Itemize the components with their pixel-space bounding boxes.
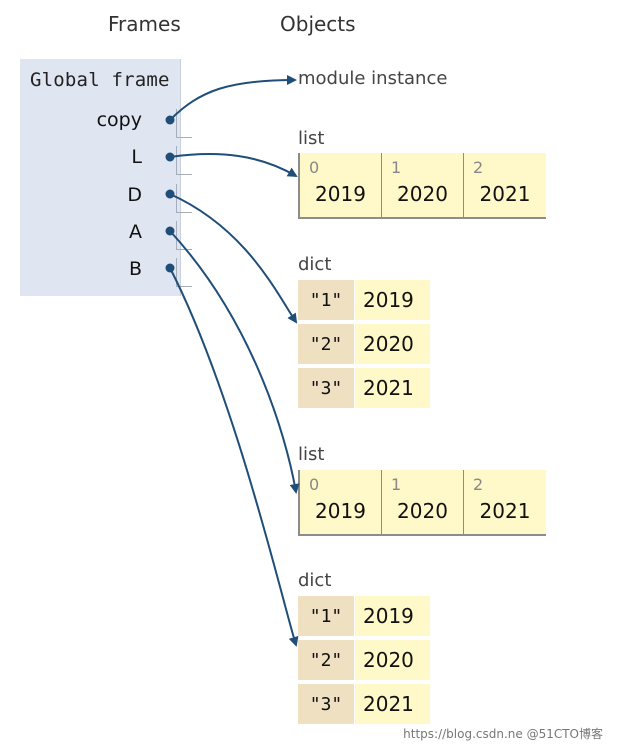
- variable-d-slot: [176, 184, 192, 213]
- dict1-row: "1" 2019: [298, 280, 430, 324]
- variable-copy-slot: [176, 109, 192, 138]
- arrow-l-to-list1: [169, 153, 298, 178]
- list1-label: list: [298, 128, 325, 149]
- list2-index-1: 1: [391, 475, 402, 494]
- variable-a-pointer-dot: [165, 226, 175, 236]
- dict1-label: dict: [298, 254, 332, 275]
- list1-cell-0: 0 2019: [300, 153, 382, 217]
- dict2-key-2: "3": [298, 684, 355, 726]
- list1-index-2: 2: [473, 158, 484, 177]
- list1-value-1: 2020: [397, 182, 448, 206]
- variable-l-pointer-dot: [165, 152, 175, 162]
- dict2-value-2: 2021: [355, 684, 430, 726]
- dict2-key-0: "1": [298, 596, 355, 638]
- list2-label: list: [298, 444, 325, 465]
- dict2-value-1: 2020: [355, 640, 430, 682]
- global-frame-title: Global frame: [30, 69, 170, 91]
- dict1-key-2: "3": [298, 368, 355, 410]
- list2-value-0: 2019: [315, 499, 366, 523]
- dict2-row: "1" 2019: [298, 596, 430, 640]
- list2-cell-1: 1 2020: [382, 470, 464, 534]
- variable-l-slot: [176, 146, 192, 175]
- dict2-row: "2" 2020: [298, 640, 430, 684]
- list1-cell-1: 1 2020: [382, 153, 464, 217]
- dict1-key-0: "1": [298, 280, 355, 322]
- dict1-value-2: 2021: [355, 368, 430, 410]
- dict2-label: dict: [298, 570, 332, 591]
- variable-d: D: [127, 184, 142, 206]
- list2-index-0: 0: [309, 475, 320, 494]
- watermark-text: https://blog.csdn.ne @51CTO博客: [403, 727, 603, 741]
- global-frame-panel: Global frame copy L D A B: [20, 59, 192, 296]
- dict1-row: "3" 2021: [298, 368, 430, 412]
- arrow-d-to-dict1: [169, 193, 298, 324]
- frames-header: Frames: [108, 12, 181, 36]
- list1-index-0: 0: [309, 158, 320, 177]
- list2-box: 0 2019 1 2020 2 2021: [298, 470, 546, 536]
- arrow-copy-to-module: [169, 75, 297, 121]
- dict1-box: "1" 2019 "2" 2020 "3" 2021: [298, 280, 430, 412]
- list2-index-2: 2: [473, 475, 484, 494]
- objects-header: Objects: [280, 12, 356, 36]
- variable-b-slot: [176, 258, 192, 287]
- list1-cell-2: 2 2021: [464, 153, 546, 217]
- dict2-row: "3" 2021: [298, 684, 430, 728]
- dict2-key-1: "2": [298, 640, 355, 682]
- variable-b: B: [128, 258, 142, 280]
- list2-value-2: 2021: [479, 499, 531, 523]
- dict1-value-0: 2019: [355, 280, 430, 322]
- arrow-a-to-list2: [169, 230, 300, 494]
- list1-value-0: 2019: [315, 182, 366, 206]
- dict1-row: "2" 2020: [298, 324, 430, 368]
- dict1-value-1: 2020: [355, 324, 430, 366]
- variable-copy: copy: [96, 109, 142, 131]
- dict2-box: "1" 2019 "2" 2020 "3" 2021: [298, 596, 430, 728]
- list2-cell-2: 2 2021: [464, 470, 546, 534]
- dict1-key-1: "2": [298, 324, 355, 366]
- list1-box: 0 2019 1 2020 2 2021: [298, 153, 546, 219]
- list1-index-1: 1: [391, 158, 402, 177]
- variable-a-slot: [176, 221, 192, 250]
- variable-copy-pointer-dot: [165, 115, 175, 125]
- variable-a: A: [129, 221, 142, 243]
- arrow-b-to-dict2: [169, 267, 299, 647]
- variable-d-pointer-dot: [165, 189, 175, 199]
- dict2-value-0: 2019: [355, 596, 430, 638]
- variable-b-pointer-dot: [165, 263, 175, 273]
- list1-value-2: 2021: [479, 182, 531, 206]
- variable-l: L: [131, 146, 142, 168]
- list2-value-1: 2020: [397, 499, 448, 523]
- list2-cell-0: 0 2019: [300, 470, 382, 534]
- module-instance-label: module instance: [298, 68, 448, 89]
